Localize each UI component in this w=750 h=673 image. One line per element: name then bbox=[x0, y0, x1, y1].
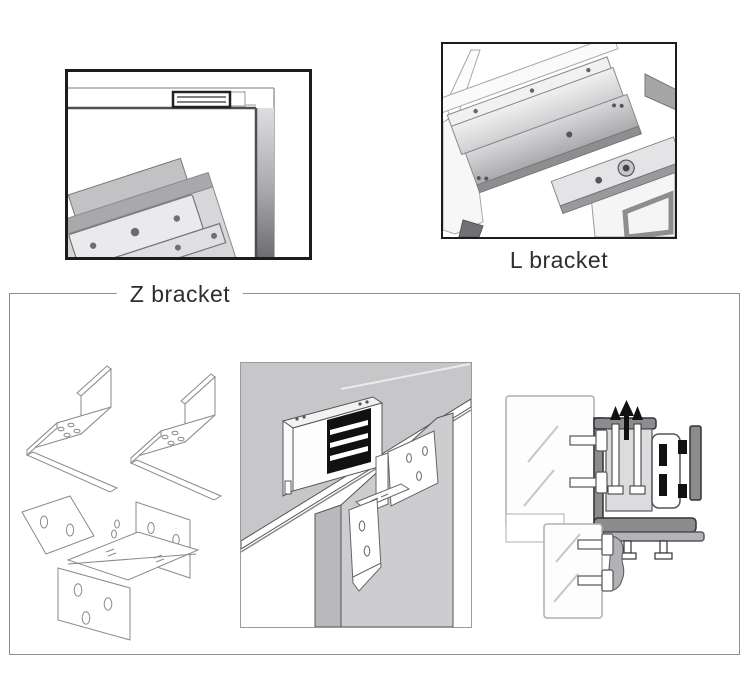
z-bracket-assembled-illustration bbox=[21, 495, 200, 641]
door-with-maglock-and-z-bracket-illustration bbox=[241, 363, 471, 627]
maglock-stack bbox=[443, 44, 675, 215]
glass-clamps-lower bbox=[577, 533, 614, 592]
lock-housing bbox=[651, 433, 687, 509]
z-bracket-installed-panel bbox=[240, 362, 472, 628]
z-bracket-caption: Z bracket bbox=[116, 281, 244, 307]
lower-glass-panel bbox=[543, 523, 625, 619]
up-arrow-icon bbox=[632, 406, 643, 420]
armature-plate bbox=[550, 136, 675, 215]
maglock bbox=[281, 396, 384, 497]
lock-mechanism bbox=[605, 400, 653, 512]
door-with-z-bracket bbox=[68, 157, 279, 257]
l-bracket-closeup-illustration bbox=[443, 44, 675, 237]
z-bracket-pieces-art bbox=[17, 360, 235, 502]
mounting-bolts bbox=[618, 540, 673, 560]
l-bracket-panel bbox=[441, 42, 677, 239]
door-corner-illustration bbox=[68, 87, 279, 257]
z-bracket-pieces-illustration bbox=[25, 365, 222, 501]
up-arrow-icon bbox=[619, 400, 634, 416]
z-bracket-assembled-art bbox=[18, 490, 233, 647]
up-arrow-icon bbox=[610, 406, 621, 420]
glass-clamps-upper bbox=[569, 429, 608, 494]
door-corner-panel bbox=[65, 69, 312, 260]
center-shelf bbox=[66, 531, 200, 581]
left-plate bbox=[21, 495, 95, 555]
maglock-in-frame bbox=[171, 90, 246, 109]
strike-strip bbox=[689, 425, 702, 501]
front-plate bbox=[57, 567, 131, 641]
glass-door-cross-section-illustration bbox=[505, 395, 705, 619]
z-bracket-piece bbox=[25, 365, 119, 493]
upper-glass-panel bbox=[505, 395, 595, 543]
l-bracket-caption: L bracket bbox=[509, 247, 609, 273]
z-bracket-on-door bbox=[348, 430, 439, 592]
cross-section-art bbox=[492, 390, 742, 642]
